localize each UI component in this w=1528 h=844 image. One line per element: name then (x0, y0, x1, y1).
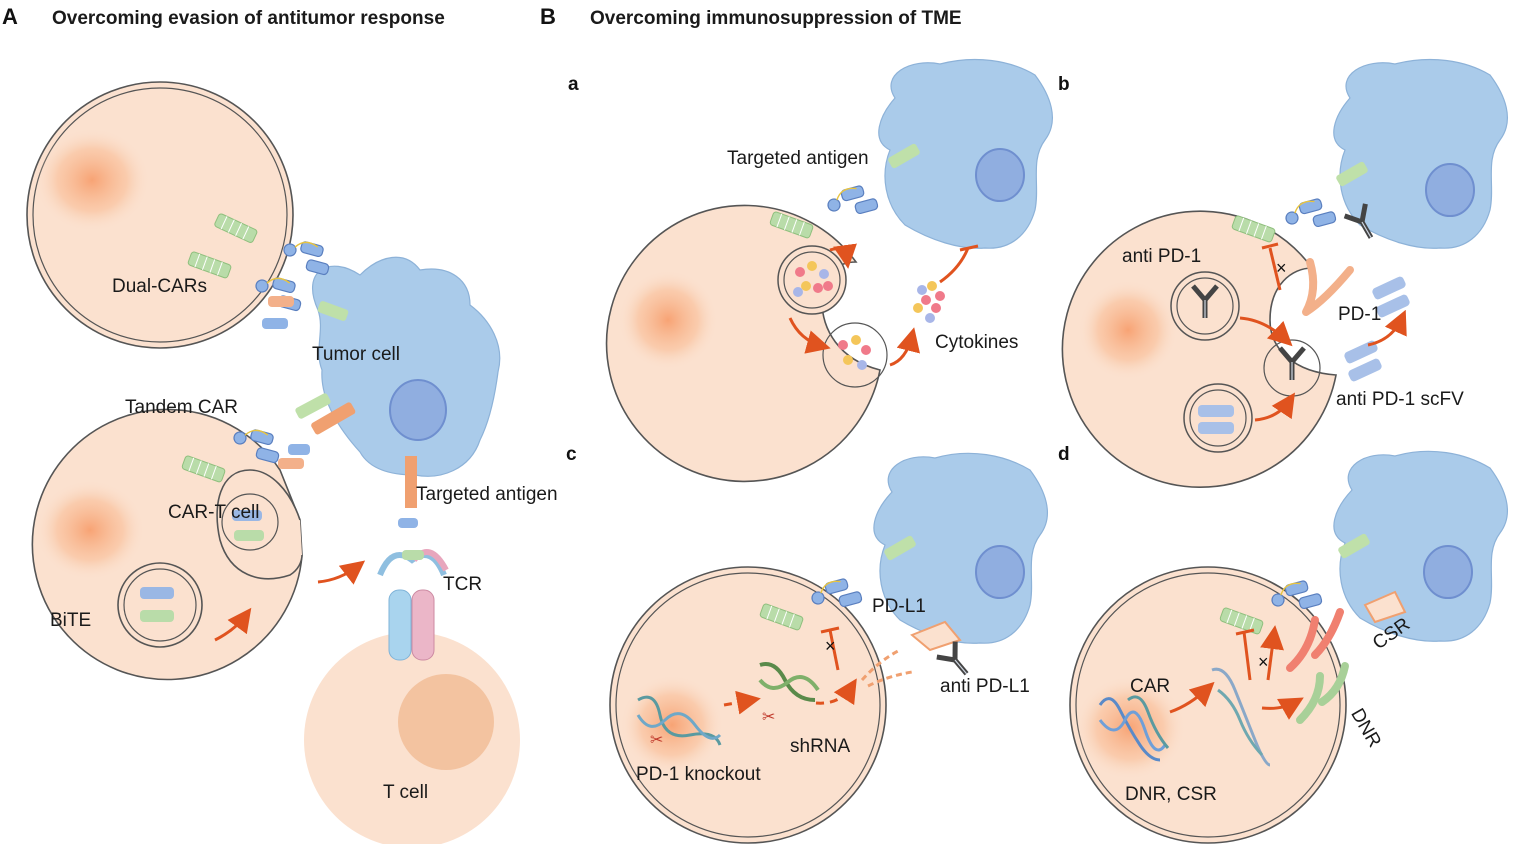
svg-text:×: × (1276, 258, 1287, 278)
pd-l1-label: PD-L1 (872, 596, 926, 617)
sub-b-letter: b (1058, 74, 1070, 95)
panel-a: A Overcoming evasion of antitumor respon… (2, 4, 558, 844)
dna-helix-c2 (758, 662, 820, 702)
tumor-cell-label: Tumor cell (312, 344, 400, 365)
dna-helix-d2 (1211, 667, 1271, 767)
anti-pd1-scfv-label: anti PD-1 scFV (1336, 389, 1464, 410)
tandem-car-label: Tandem CAR (125, 397, 238, 418)
dual-cars-label: Dual-CARs (112, 276, 207, 297)
sub-a-letter: a (568, 74, 579, 95)
sub-a: a (568, 58, 1054, 483)
dnr-label: DNR (1346, 705, 1385, 751)
car-label: CAR (1130, 676, 1170, 697)
anti-pd-l1-label: anti PD-L1 (940, 676, 1030, 697)
sub-a-targeted-antigen-label: Targeted antigen (727, 148, 869, 169)
t-cell-label: T cell (383, 782, 428, 803)
sub-d-letter: d (1058, 444, 1070, 465)
dnr-csr-label: DNR, CSR (1125, 784, 1217, 805)
car-t-cell-label: CAR-T cell (168, 502, 260, 523)
anti-pd1-label: anti PD-1 (1122, 246, 1201, 267)
cytokine-cluster (793, 261, 833, 297)
tumor-nucleus (389, 379, 447, 441)
panel-a-title: Overcoming evasion of antitumor response (52, 8, 445, 29)
panel-a-letter: A (2, 4, 18, 29)
sub-c: c ✂ ✂ × (566, 444, 1049, 844)
pd1-knockout-label: PD-1 knockout (636, 764, 761, 785)
shrna-label: shRNA (790, 736, 851, 757)
dual-car-receptors (186, 212, 335, 329)
tcr-label: TCR (443, 574, 482, 595)
cytokines-label: Cytokines (935, 332, 1018, 353)
t-cell (304, 632, 520, 844)
panel-b-letter: B (540, 4, 556, 29)
pd1-label: PD-1 (1338, 304, 1381, 325)
dna-helix-d1 (1098, 695, 1170, 762)
svg-text:×: × (1258, 652, 1269, 672)
panel-b: B Overcoming immunosuppression of TME a (540, 4, 1509, 844)
tcr-receptor (377, 518, 449, 661)
csr-receptor (1286, 608, 1344, 672)
released-cytokines (913, 281, 945, 323)
pd1-receptor (1302, 258, 1354, 316)
svg-text:✂: ✂ (762, 707, 775, 726)
dna-helix-c1 (636, 695, 722, 746)
nucleus-glow (34, 128, 150, 232)
bite-label: BiTE (50, 610, 91, 631)
sub-d: d × (1058, 444, 1509, 844)
dual-car-cell (26, 81, 294, 349)
targeted-antigen-stalk (405, 456, 417, 508)
panel-b-title: Overcoming immunosuppression of TME (590, 8, 962, 29)
svg-text:✂: ✂ (650, 730, 663, 749)
sub-c-letter: c (566, 444, 577, 465)
tumor-cell-a (312, 256, 501, 477)
targeted-antigen-label: Targeted antigen (416, 484, 558, 505)
svg-text:×: × (825, 636, 836, 656)
sub-b: b × (1058, 58, 1509, 488)
